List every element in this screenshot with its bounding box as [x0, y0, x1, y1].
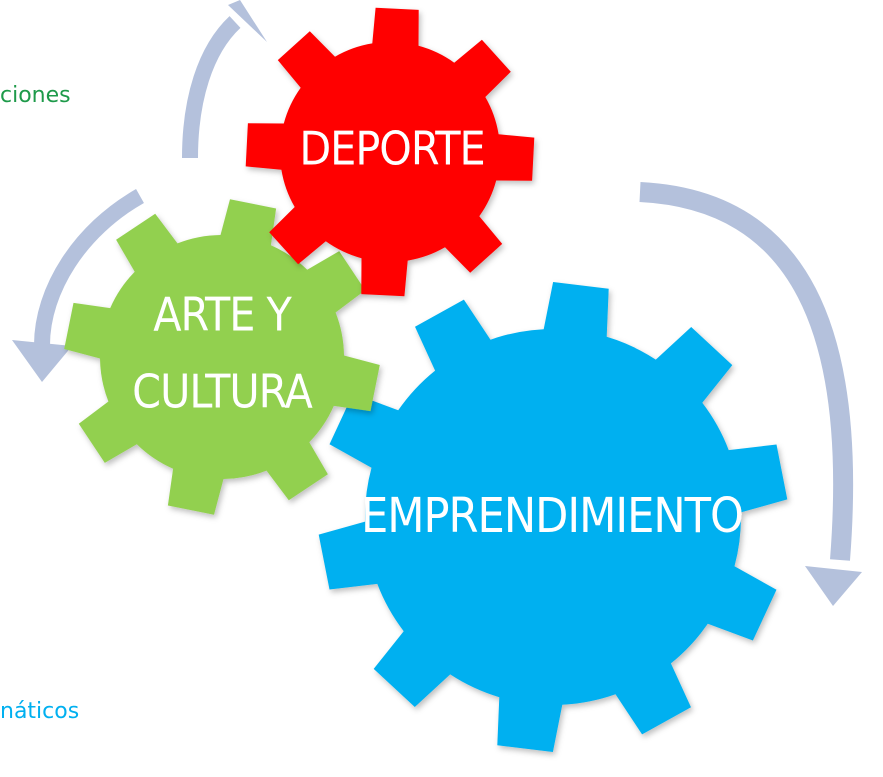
gear-arte-shape	[64, 199, 380, 515]
gear-arte-label-line1: ARTE Y	[153, 288, 292, 342]
arrow-up-head-icon	[228, 0, 267, 42]
gear-deporte-shape	[245, 7, 535, 297]
gear-arte-y-cultura: ARTE Y CULTURA	[64, 199, 380, 515]
arrow-left-head-icon	[12, 340, 72, 382]
gear-arte-label-line2: CULTURA	[132, 365, 312, 419]
cycle-arrows	[12, 0, 862, 606]
gear-emprendimiento-label: EMPRENDIMIENTO	[361, 488, 743, 544]
arrow-up-to-deporte	[182, 16, 241, 159]
gear-deporte-label: DEPORTE	[299, 122, 484, 176]
gear-emprendimiento: EMPRENDIMIENTO	[318, 282, 788, 752]
arrow-right-head-icon	[805, 566, 862, 606]
side-text-bottom: náticos	[0, 699, 79, 724]
arrow-right-to-emprendimiento	[639, 182, 854, 561]
side-text-top: ciones	[0, 83, 71, 108]
gear-emprendimiento-shape	[318, 282, 788, 752]
arrow-down-left	[34, 189, 145, 346]
gear-deporte: DEPORTE	[245, 7, 535, 297]
